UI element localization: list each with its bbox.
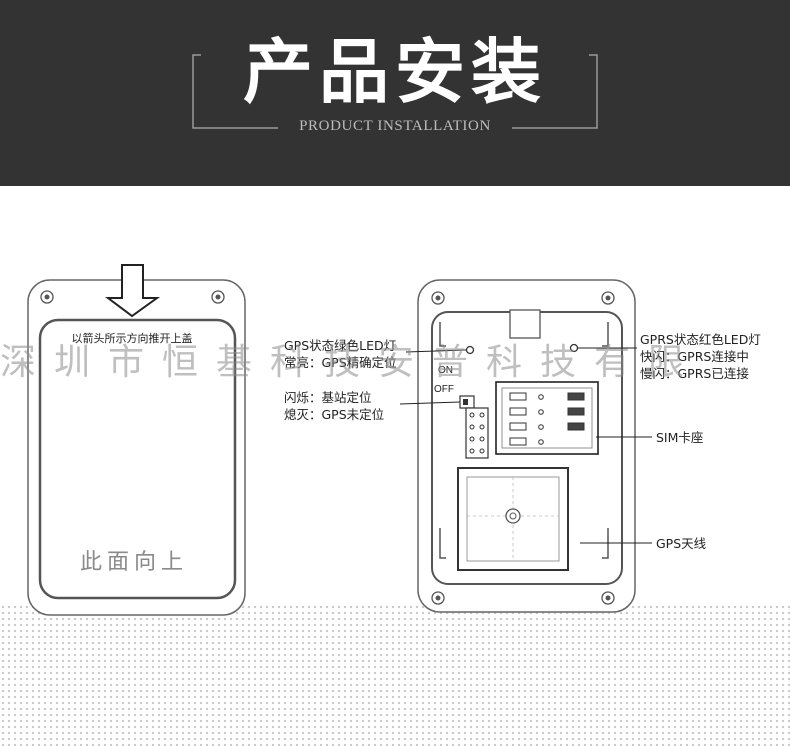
page-subtitle: PRODUCT INSTALLATION <box>299 118 491 134</box>
gprs-led-slow: 慢闪：GPRS已连接 <box>640 366 749 381</box>
slot-mark-top-left <box>439 322 446 347</box>
gps-led-off: 熄灭：GPS未定位 <box>284 407 384 422</box>
gprs-led <box>569 343 579 353</box>
sim-contact-dot <box>538 394 544 400</box>
board-screw-bottom-right-core <box>605 595 611 601</box>
board-device <box>417 279 636 613</box>
board-screw-top-left-core <box>435 295 441 301</box>
header-brackets <box>192 54 598 129</box>
gps-led-steady: 常亮：GPS精确定位 <box>284 355 397 370</box>
gprs-led-title: GPRS状态红色LED灯 <box>640 332 761 347</box>
front-device: 以箭头所示方向推开上盖 此面向上 <box>27 264 246 616</box>
header-band: 产品安装 PRODUCT INSTALLATION <box>0 0 790 186</box>
gps-led <box>465 345 475 355</box>
page-title: 产品安装 <box>243 31 547 113</box>
sim-holder-inner <box>501 387 593 449</box>
push-cover-instruction: 以箭头所示方向推开上盖 <box>72 331 193 345</box>
dotted-background <box>0 604 790 746</box>
push-direction-arrow-icon <box>105 264 161 318</box>
slot-mark-bottom-right <box>602 528 609 559</box>
gps-led-leader <box>405 349 467 353</box>
sim-holder-label: SIM卡座 <box>656 430 703 445</box>
sim-contact <box>567 392 585 401</box>
pin <box>469 436 475 442</box>
slot-mark-top-right <box>602 322 609 347</box>
pin <box>479 436 485 442</box>
watermark-text: 深圳市恒基科技安普科技有限 <box>0 342 702 383</box>
sim-contact <box>509 407 527 416</box>
sim-contact <box>567 407 585 416</box>
sim-contact <box>509 392 527 401</box>
board-screw-bottom-left-core <box>435 595 441 601</box>
gps-antenna-label: GPS天线 <box>656 536 707 551</box>
slot-mark-bottom-left <box>439 528 446 559</box>
front-screw-right-core <box>215 294 221 300</box>
front-cover-panel <box>38 318 237 600</box>
sim-contact <box>509 437 527 446</box>
gps-antenna-feed <box>505 508 521 524</box>
pin <box>469 448 475 454</box>
board-screw-top-right-core <box>605 295 611 301</box>
pin <box>479 424 485 430</box>
front-screw-left-core <box>44 294 50 300</box>
left-bracket <box>192 54 278 129</box>
top-connector <box>509 309 541 339</box>
pin <box>469 412 475 418</box>
switch-on-label: ON <box>438 365 453 376</box>
sim-contact-dot <box>538 409 544 415</box>
pin <box>469 424 475 430</box>
face-up-label: 此面向上 <box>80 550 188 575</box>
sim-contact-dot <box>538 424 544 430</box>
switch-off-label: OFF <box>434 384 454 395</box>
sim-contact <box>509 422 527 431</box>
gps-led-title: GPS状态绿色LED灯 <box>284 338 396 353</box>
pin <box>479 412 485 418</box>
switch-leader <box>399 401 461 405</box>
sim-contact <box>567 422 585 431</box>
pin <box>479 448 485 454</box>
gps-led-blink: 闪烁：基站定位 <box>284 390 372 405</box>
right-bracket <box>512 54 598 129</box>
sim-contact-dot <box>538 439 544 445</box>
gps-antenna-feed-core <box>509 512 517 520</box>
gprs-led-fast: 快闪：GPRS连接中 <box>640 349 749 364</box>
pin-header <box>465 407 489 459</box>
power-switch-knob <box>463 399 468 405</box>
